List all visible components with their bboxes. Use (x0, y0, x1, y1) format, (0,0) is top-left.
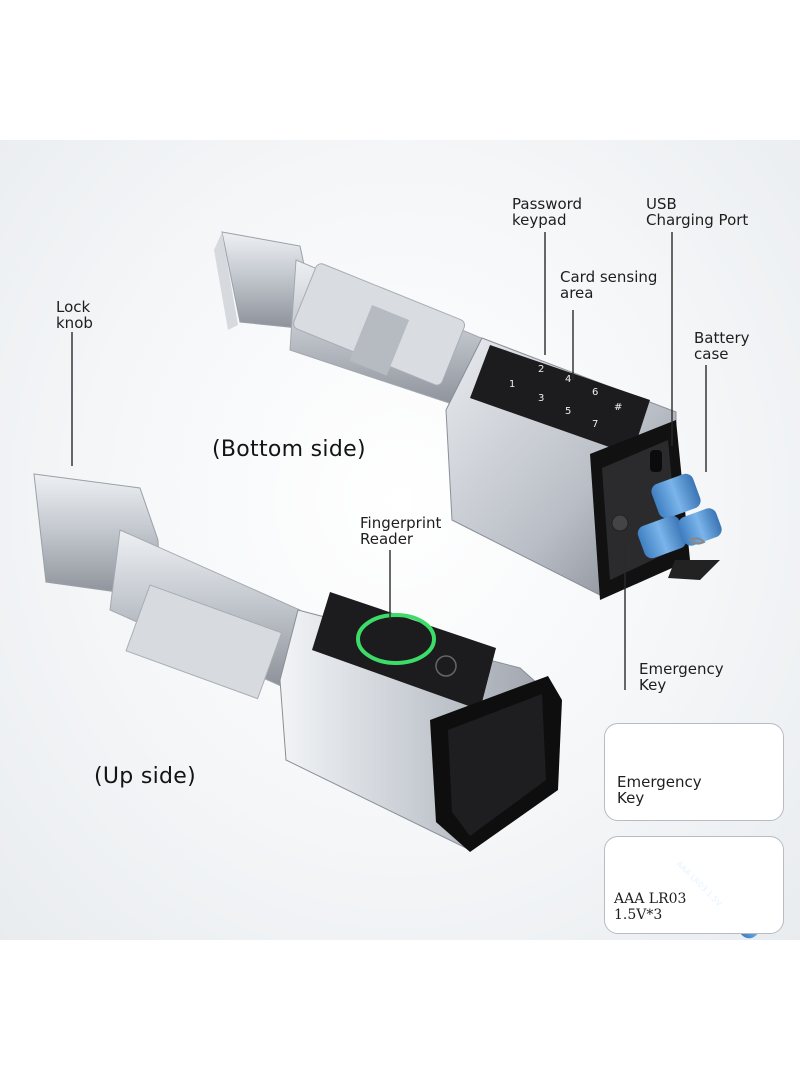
callout-fingerprint-reader: Fingerprint Reader (360, 514, 442, 548)
emergency-key-box: Emergency Key (604, 723, 784, 821)
fingerprint-ring (356, 613, 436, 665)
callout-password-keypad: Password keypad (512, 195, 583, 229)
keypad-key: 4 (565, 374, 572, 385)
battery-box-label: AAA LR03 1.5V*3 (614, 891, 687, 923)
title-bottom-side: (Bottom side) (212, 437, 366, 462)
keypad-key: 5 (565, 406, 572, 417)
callout-card-sensing: Card sensing area (560, 268, 658, 302)
bottom-lock (33, 473, 562, 852)
callout-emergency-key: Emergency Key (639, 660, 724, 694)
callout-battery-case: Battery case (694, 329, 750, 363)
keypad-key: 1 (509, 379, 516, 390)
keypad-key: 7 (592, 419, 599, 430)
callout-lines (71, 232, 707, 690)
top-lock (214, 231, 722, 600)
title-up-side: (Up side) (94, 764, 197, 789)
usb-port (650, 450, 662, 472)
keypad-key: 3 (538, 393, 545, 404)
battery-box: AAA LR03 1.5V*3 AAA LR03 1.5V (604, 836, 784, 934)
keypad-key: 6 (592, 387, 599, 398)
fingerprint-panel (312, 592, 496, 710)
keypad-key: # (614, 402, 623, 413)
callout-usb-port: USB Charging Port (646, 195, 749, 229)
emergency-keyhole (611, 514, 629, 532)
emergency-key-box-label: Emergency Key (617, 773, 702, 807)
callout-lock-knob: Lock knob (56, 298, 93, 332)
keypad-key: 2 (538, 364, 545, 375)
battery-cells (637, 473, 722, 580)
